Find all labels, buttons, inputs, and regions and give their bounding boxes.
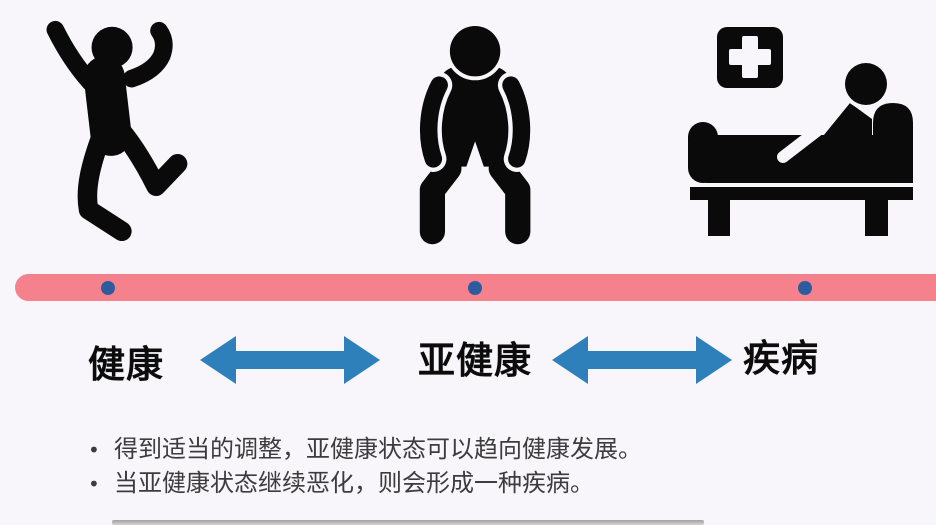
timeline-dot-disease xyxy=(798,281,812,295)
note-text-2: 当亚健康状态继续恶化，则会形成一种疾病。 xyxy=(114,469,594,497)
stage-label-disease: 疾病 xyxy=(743,337,819,380)
double-arrow-icon xyxy=(552,332,732,388)
jumping-person-icon xyxy=(40,18,190,243)
bullet-icon: • xyxy=(88,438,100,462)
note-text-1: 得到适当的调整，亚健康状态可以趋向健康发展。 xyxy=(114,435,642,463)
timeline-dot-subhealth xyxy=(468,281,482,295)
double-arrow-icon xyxy=(200,332,380,388)
cropped-text-edge xyxy=(112,520,704,525)
stage-label-subhealth: 亚健康 xyxy=(418,339,532,382)
stage-label-healthy: 健康 xyxy=(88,343,164,386)
hospital-bed-icon xyxy=(688,27,913,237)
list-item: • 当亚健康状态继续恶化，则会形成一种疾病。 xyxy=(88,467,642,501)
notes-list: • 得到适当的调整，亚健康状态可以趋向健康发展。 • 当亚健康状态继续恶化，则会… xyxy=(88,433,642,501)
list-item: • 得到适当的调整，亚健康状态可以趋向健康发展。 xyxy=(88,433,642,467)
exhausted-person-icon xyxy=(418,25,538,253)
bullet-icon: • xyxy=(88,472,100,496)
timeline-dot-healthy xyxy=(101,281,115,295)
